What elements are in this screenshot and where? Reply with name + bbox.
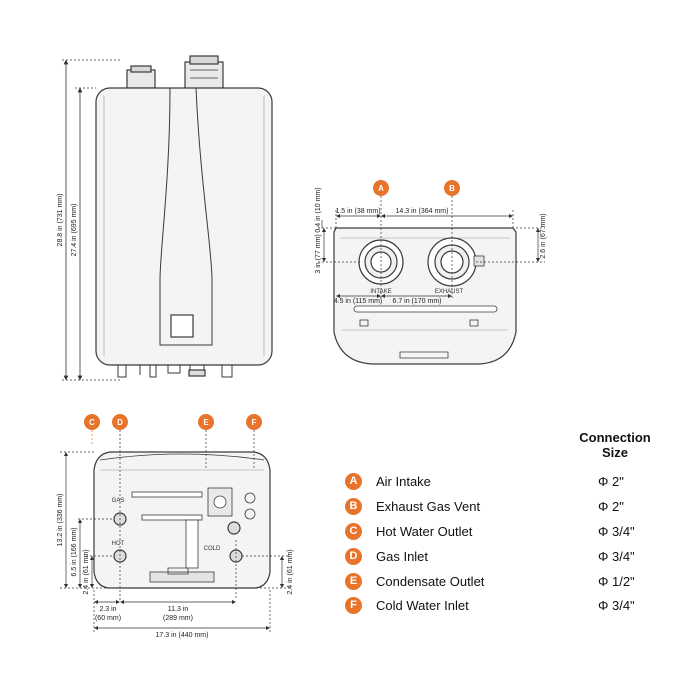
cold-label: COLD xyxy=(204,546,221,552)
top-dim-span: 14.3 in (364 mm) xyxy=(396,208,449,215)
bottom-dim-cold-height: 2.4 in (61 mm) xyxy=(287,549,294,594)
legend-row-air-intake: A Air Intake Φ 2" xyxy=(340,472,670,492)
bottom-dimensions xyxy=(60,430,290,632)
legend-row-exhaust-gas-vent: B Exhaust Gas Vent Φ 2" xyxy=(340,497,670,517)
badge-e-icon: E xyxy=(198,414,214,430)
badge-a-icon: A xyxy=(345,473,362,490)
legend-row-hot-water-outlet: C Hot Water Outlet Φ 3/4" xyxy=(340,522,670,542)
svg-text:C: C xyxy=(89,418,95,427)
gas-label: GAS xyxy=(112,498,125,504)
badge-d-icon: D xyxy=(112,414,128,430)
bottom-dim-hot-height: 2.4 in (61 mm) xyxy=(83,549,90,594)
legend-row-gas-inlet: D Gas Inlet Φ 3/4" xyxy=(340,547,670,567)
svg-text:A: A xyxy=(378,184,384,193)
bottom-dim-gas-height: 6.5 in (166 mm) xyxy=(71,527,78,576)
front-dimensions xyxy=(62,59,120,381)
legend-name: Hot Water Outlet xyxy=(376,524,473,539)
top-dim-left-offset: 1.5 in (38 mm) xyxy=(335,208,380,215)
badge-b-icon: B xyxy=(444,180,460,196)
legend-size: Φ 3/4" xyxy=(598,598,635,613)
badge-f-icon: F xyxy=(345,597,362,614)
bottom-dim-mid-mm: (289 mm) xyxy=(163,615,193,622)
front-display-panel xyxy=(170,314,194,338)
legend-size: Φ 2" xyxy=(598,499,624,514)
badge-c-icon: C xyxy=(84,414,100,430)
bottom-dim-width: 17.3 in (440 mm) xyxy=(156,632,209,639)
svg-text:E: E xyxy=(203,418,209,427)
svg-text:D: D xyxy=(117,418,123,427)
condensate-port xyxy=(227,521,241,535)
front-view xyxy=(95,55,273,378)
badge-c-icon: C xyxy=(345,523,362,540)
legend-name: Gas Inlet xyxy=(376,549,429,564)
svg-text:F: F xyxy=(252,418,257,427)
top-dimensions xyxy=(318,196,545,299)
badge-e-icon: E xyxy=(345,573,362,590)
legend-size: Φ 3/4" xyxy=(598,549,635,564)
badge-a-icon: A xyxy=(373,180,389,196)
legend-header-line2: Size xyxy=(601,445,628,460)
exhaust-label: EXHAUST xyxy=(435,289,464,295)
top-dim-intake-x: 4.5 in (115 mm) xyxy=(334,298,383,305)
top-dim-exhaust-x: 6.7 in (170 mm) xyxy=(392,298,441,305)
legend-name: Exhaust Gas Vent xyxy=(376,499,481,514)
bottom-view xyxy=(93,451,271,589)
legend-name: Air Intake xyxy=(376,474,431,489)
legend-row-condensate-outlet: E Condensate Outlet Φ 1/2" xyxy=(340,572,670,592)
legend-name: Cold Water Inlet xyxy=(376,598,469,613)
legend-name: Condensate Outlet xyxy=(376,574,485,589)
bottom-dim-left-mm: (60 mm) xyxy=(95,615,121,622)
legend-header: Connection Size xyxy=(575,430,655,460)
badge-b-icon: B xyxy=(345,498,362,515)
intake-label: INTAKE xyxy=(370,289,391,295)
top-dim-depth-right: 2.6 in (67 mm) xyxy=(540,213,547,258)
front-body xyxy=(95,87,273,366)
badge-f-icon: F xyxy=(246,414,262,430)
badge-d-icon: D xyxy=(345,548,362,565)
hot-label: HOT xyxy=(112,541,125,547)
legend-size: Φ 1/2" xyxy=(598,574,635,589)
front-height-total-label: 28.8 in (731 mm) xyxy=(57,194,64,247)
top-dim-top-gap: 0.4 in (10 mm) xyxy=(315,187,322,232)
bottom-dim-height-total: 13.2 in (336 mm) xyxy=(57,494,64,547)
bottom-dim-mid: 11.3 in xyxy=(168,606,189,613)
front-height-body-label: 27.4 in (695 mm) xyxy=(71,204,78,257)
svg-text:B: B xyxy=(449,184,455,193)
legend-size: Φ 3/4" xyxy=(598,524,635,539)
legend-size: Φ 2" xyxy=(598,474,624,489)
legend-row-cold-water-inlet: F Cold Water Inlet Φ 3/4" xyxy=(340,596,670,616)
top-dim-depth-left: 3 in (77 mm) xyxy=(315,234,322,273)
bottom-dim-left: 2.3 in xyxy=(99,606,116,613)
legend-header-line1: Connection xyxy=(579,430,651,445)
